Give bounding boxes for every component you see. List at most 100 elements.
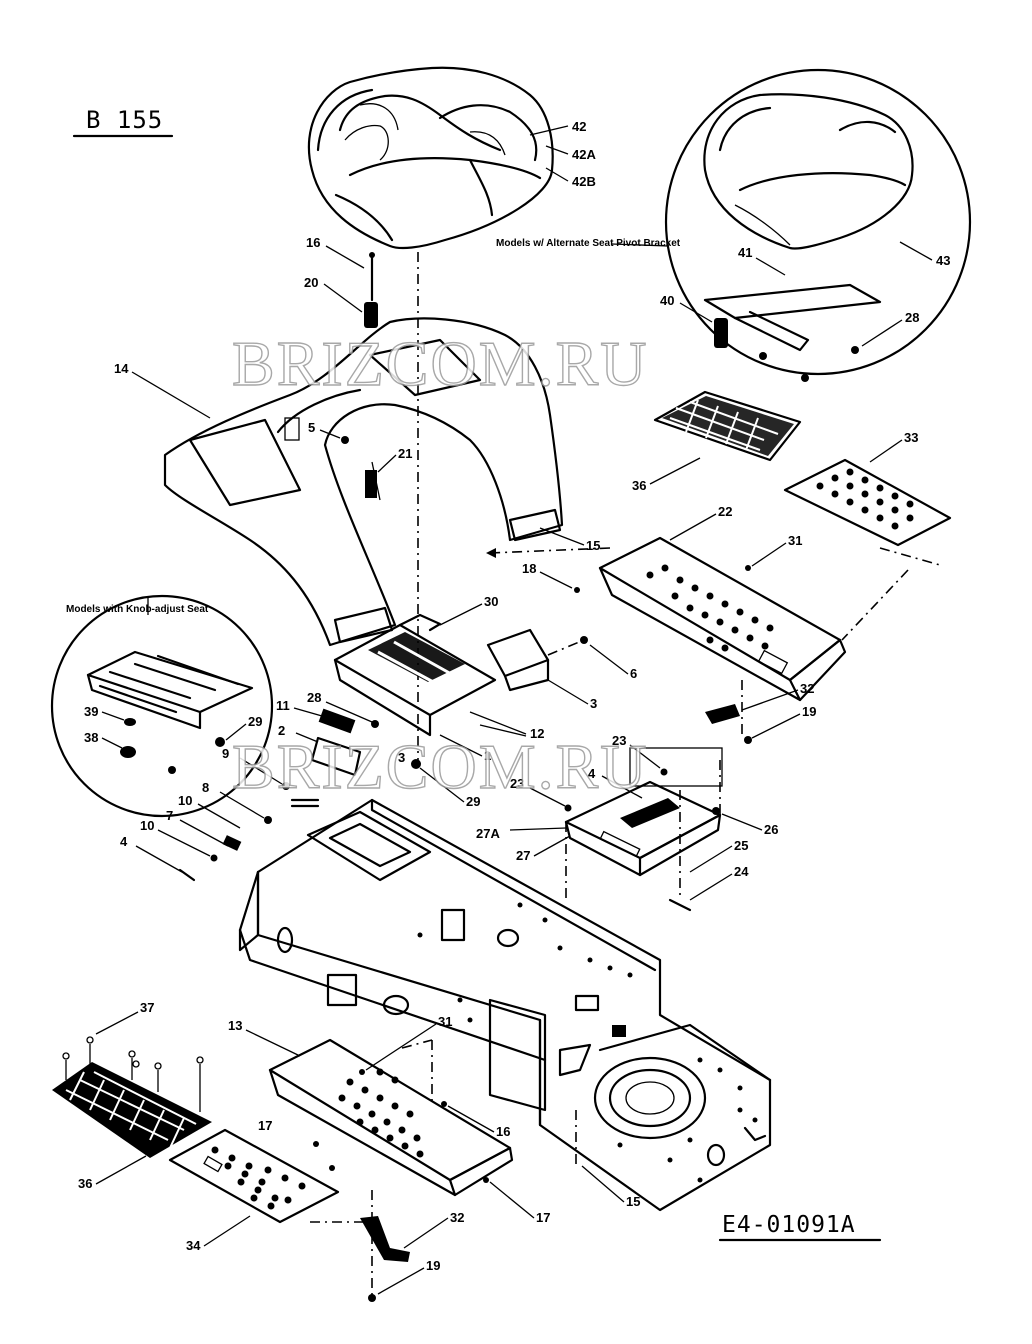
part-label-28b: 28 <box>307 690 321 705</box>
leader-2 <box>295 732 319 743</box>
bolt-18 <box>574 587 580 593</box>
leader-29b <box>419 767 465 803</box>
part-label-12: 12 <box>530 726 544 741</box>
part-label-17a: 17 <box>258 1118 272 1133</box>
bolt-31a <box>745 565 751 571</box>
washer-8 <box>264 816 272 824</box>
callout-alt-bracket: Models w/ Alternate Seat Pivot Bracket <box>496 238 681 249</box>
seat-42 <box>307 66 554 250</box>
leader-5 <box>319 429 341 439</box>
nut-26 <box>712 807 720 815</box>
leader-27 <box>533 835 571 857</box>
part-label-36a: 36 <box>632 478 646 493</box>
spring-20 <box>364 302 378 328</box>
spring-40 <box>714 318 728 348</box>
foot-plate-33 <box>783 458 952 547</box>
part-label-17b: 17 <box>536 1210 550 1225</box>
part-label-1: 1 <box>484 748 491 763</box>
seat-pivot-30 <box>333 613 497 737</box>
leader-39 <box>101 711 125 721</box>
nut-19a <box>744 736 752 744</box>
washer-39 <box>124 718 136 726</box>
frame-chassis <box>238 798 772 1212</box>
leader-14 <box>131 371 211 419</box>
part-label-30: 30 <box>484 594 498 609</box>
leader-40 <box>679 302 713 323</box>
part-label-4a: 4 <box>588 766 596 781</box>
part-label-13: 13 <box>228 1018 242 1033</box>
part-label-16b: 16 <box>496 1124 510 1139</box>
part-label-42b: 42B <box>572 174 596 189</box>
leader-18 <box>539 571 573 589</box>
leader-15b <box>581 1165 625 1203</box>
part-label-42: 42 <box>572 119 586 134</box>
part-label-11: 11 <box>276 698 290 713</box>
foot-mat-36-right <box>653 390 802 462</box>
part-label-2: 2 <box>278 723 285 738</box>
leader-36b <box>95 1155 147 1185</box>
bracket-41-arm <box>733 310 810 352</box>
leader-28b <box>325 701 373 723</box>
part-label-33: 33 <box>904 430 918 445</box>
part-label-3b: 3 <box>398 750 405 765</box>
bolt-17a <box>313 1141 319 1147</box>
lever-2 <box>310 736 362 777</box>
bolt-16b <box>441 1101 447 1107</box>
dash-22-b <box>841 569 909 641</box>
leader-31a <box>751 542 787 567</box>
part-label-27a: 27A <box>476 826 500 841</box>
nut-a <box>759 352 767 360</box>
screw-5 <box>341 436 349 444</box>
part-label-22: 22 <box>718 504 732 519</box>
watermark-top: BRIZCOM.RU <box>232 328 649 399</box>
leader-19b <box>377 1267 425 1295</box>
part-label-28a: 28 <box>905 310 919 325</box>
leader-alt-bracket <box>611 243 669 247</box>
leader-34 <box>203 1215 251 1247</box>
dash-15 <box>489 547 611 554</box>
bracket-21 <box>365 470 377 498</box>
part-label-23a: 23 <box>612 733 626 748</box>
leader-17b <box>489 1181 535 1219</box>
part-label-37: 37 <box>140 1000 154 1015</box>
detail-circle-alt-bracket <box>664 68 972 376</box>
bolt-17b <box>483 1177 489 1183</box>
leader-42 <box>529 125 569 136</box>
leader-42b <box>545 167 569 182</box>
bracket-3 <box>486 628 550 678</box>
part-label-8: 8 <box>202 780 209 795</box>
leader-20 <box>323 283 363 313</box>
part-label-20: 20 <box>304 275 318 290</box>
part-label-3: 3 <box>590 696 597 711</box>
spring-11 <box>318 708 356 734</box>
leader-10b <box>157 829 211 857</box>
leader-16 <box>325 245 365 269</box>
part-label-32b: 32 <box>450 1210 464 1225</box>
part-label-43: 43 <box>936 253 950 268</box>
leader-32b <box>403 1217 449 1249</box>
part-label-41: 41 <box>738 245 752 260</box>
part-label-36b: 36 <box>78 1176 92 1191</box>
part-label-21: 21 <box>398 446 412 461</box>
nut-28b <box>371 720 379 728</box>
part-label-27: 27 <box>516 848 530 863</box>
leader-4b <box>135 845 183 873</box>
model-title: B 155 <box>86 106 163 134</box>
foot-mat-36-left <box>52 1036 212 1158</box>
leader-6 <box>589 644 629 675</box>
leader-36a <box>649 457 701 485</box>
leader-8 <box>219 791 265 819</box>
leader-10a <box>197 803 241 829</box>
bracket-41 <box>703 283 882 320</box>
part-label-34: 34 <box>186 1238 201 1253</box>
leader-12a <box>469 711 527 735</box>
leader-27a <box>509 827 567 831</box>
part-label-25: 25 <box>734 838 748 853</box>
leader-38 <box>101 737 123 749</box>
knob-29 <box>411 759 421 769</box>
watermark-mid: BRIZCOM.RU <box>232 731 649 802</box>
dash-16c <box>401 1039 433 1049</box>
leader-24 <box>689 873 733 901</box>
bolt-24 <box>668 898 692 912</box>
